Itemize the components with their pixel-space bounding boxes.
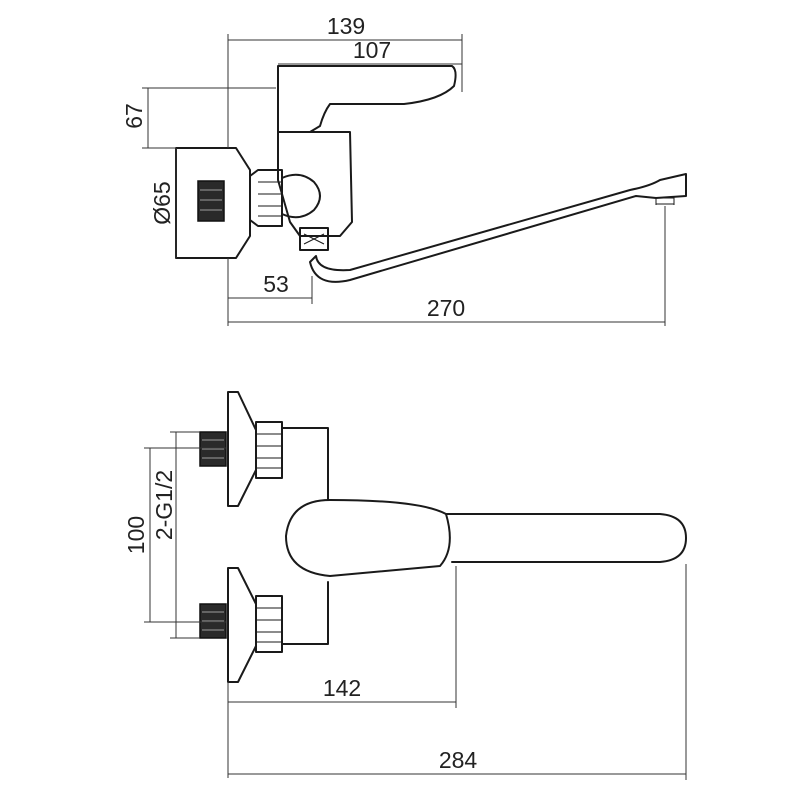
top-upper-nut <box>255 421 283 479</box>
dim-height: 67 <box>121 103 147 129</box>
dim-thread: 2-G1/2 <box>151 470 177 540</box>
dim-spout-reach: 270 <box>427 295 465 321</box>
dim-inlet-spacing: 100 <box>123 516 149 554</box>
top-lever-handle <box>285 499 451 577</box>
dim-overall-top: 139 <box>327 13 365 39</box>
top-lower-flange <box>227 567 257 683</box>
top-spout <box>445 513 687 563</box>
top-lower-nut <box>255 595 283 653</box>
top-view: 100 2-G1/2 142 284 <box>123 391 687 780</box>
side-outlet-block <box>299 227 329 251</box>
dim-overall-width: 284 <box>439 747 478 773</box>
dim-lever-reach: 142 <box>323 675 361 701</box>
top-upper-flange <box>227 391 257 507</box>
side-aerator <box>655 197 675 205</box>
side-threaded-inlet <box>197 180 225 222</box>
dim-body-offset: 53 <box>263 271 289 297</box>
side-lever-handle <box>277 65 457 133</box>
side-cone <box>281 173 321 219</box>
side-view: 139 107 67 Ø65 53 270 <box>121 13 687 326</box>
top-mixer-body <box>281 427 329 645</box>
side-connector-nut <box>249 169 283 227</box>
side-spout <box>309 173 687 283</box>
dim-flange-diameter: Ø65 <box>149 181 175 224</box>
dim-lever-length: 107 <box>353 37 391 63</box>
